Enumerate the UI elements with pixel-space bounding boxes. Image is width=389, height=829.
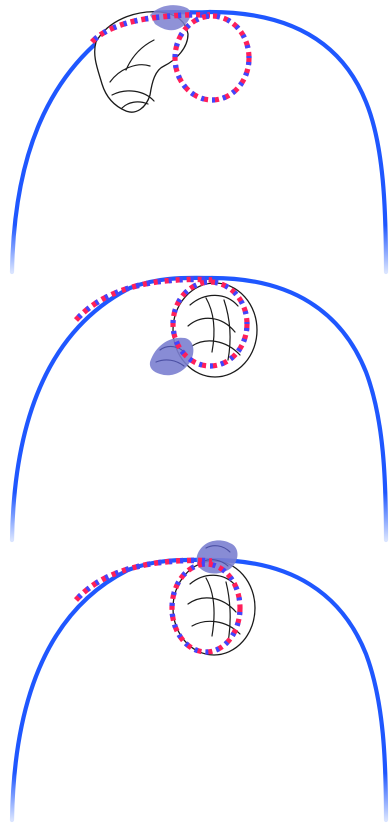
panel-1 (12, 5, 386, 272)
panel-2 (12, 278, 386, 540)
hair-2 (150, 338, 194, 376)
panel-3 (12, 540, 386, 820)
track-right-1 (210, 12, 386, 272)
